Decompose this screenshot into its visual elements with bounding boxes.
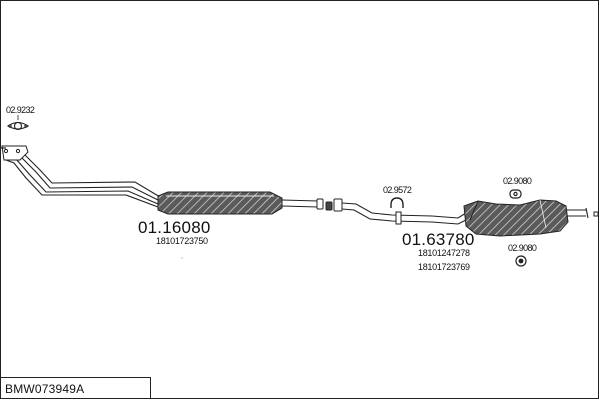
gasket-icon [6, 121, 30, 131]
clamp-icon [390, 197, 404, 208]
oe-number-front-section: 18101723750 [156, 236, 208, 246]
rear-pipe [341, 202, 467, 225]
part-label-front-section: 01.16080 [138, 218, 211, 237]
rear-silencer [463, 199, 569, 237]
assembly-code: BMW073949A [5, 382, 85, 396]
rubber-mount-icon-bottom [515, 255, 527, 267]
part-label-rubber-bottom: 02.9080 [508, 243, 537, 253]
tail-pipe [566, 207, 589, 219]
middle-pipe [281, 199, 319, 208]
front-silencer [157, 191, 283, 215]
rubber-mount-icon-top [509, 189, 522, 199]
oe-number-rear-silencer-2: 18101723769 [418, 262, 470, 272]
part-label-rear-silencer: 01.63780 [402, 230, 475, 249]
middle-joint [316, 198, 343, 212]
part-label-clamp: 02.9572 [383, 185, 412, 195]
manifold-pipes [2, 147, 161, 208]
part-label-gasket: 02.9232 [6, 105, 35, 115]
right-side-marker [593, 211, 599, 217]
oe-number-rear-silencer-1: 18101247278 [418, 248, 470, 258]
pipe-clamp [395, 211, 402, 225]
part-label-rubber-top: 02.9080 [503, 176, 532, 186]
manifold-flange [1, 145, 29, 161]
assembly-code-box: BMW073949A [0, 377, 151, 399]
